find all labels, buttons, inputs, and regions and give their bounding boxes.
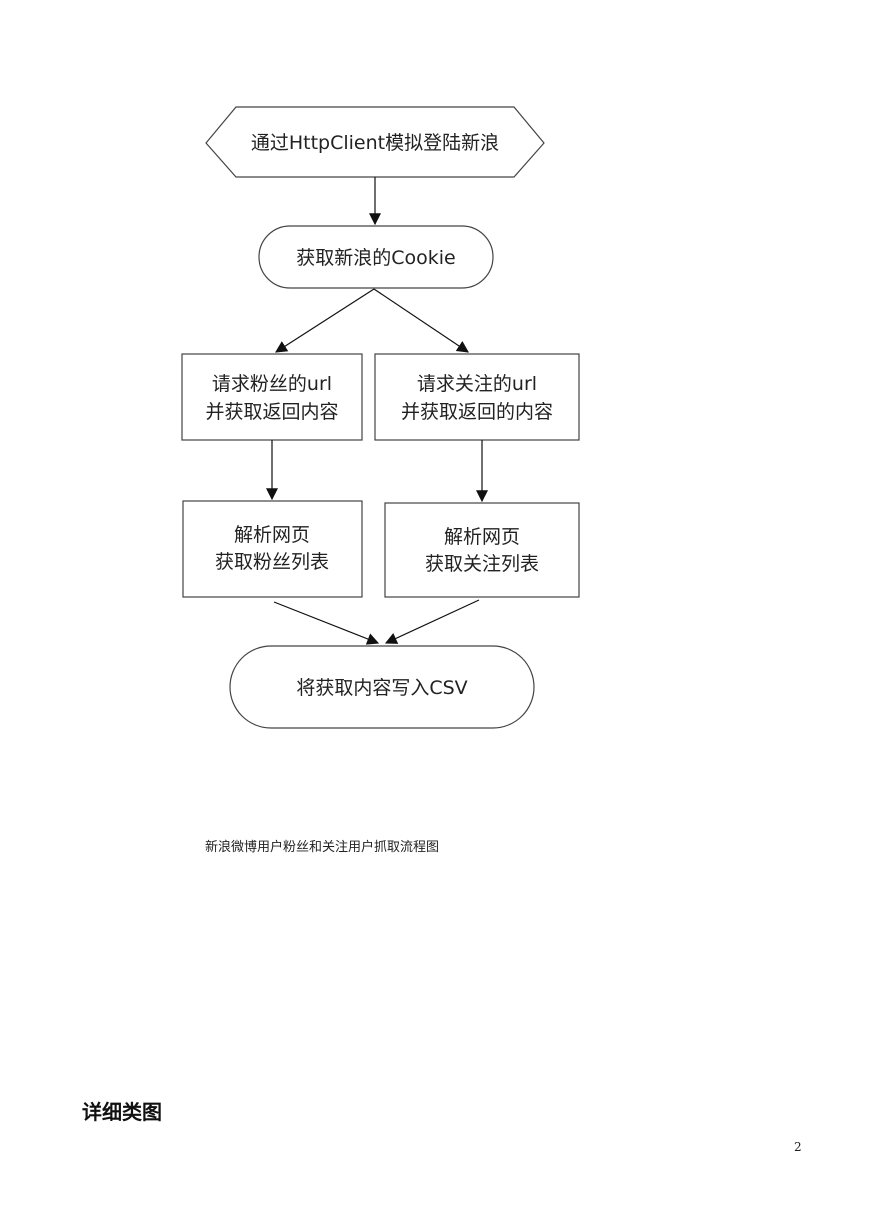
flowchart-diagram: 通过HttpClient模拟登陆新浪 获取新浪的Cookie 请求粉丝的url … [181,106,580,729]
fans-parse-line-2: 获取粉丝列表 [215,551,329,573]
end-node-label: 将获取内容写入CSV [296,677,467,699]
arrow-cookie-to-fans-request [274,288,375,353]
fans-parse-line-1: 解析网页 [234,524,310,546]
cookie-node-label: 获取新浪的Cookie [296,247,456,269]
arrow-cookie-to-follow-request [373,288,469,353]
follow-parse-line-1: 解析网页 [444,526,520,548]
fans-parse-node: 解析网页 获取粉丝列表 [182,500,363,598]
follow-parse-line-2: 获取关注列表 [425,553,539,575]
arrow-follow-parse-to-end [384,599,480,644]
fans-request-node: 请求粉丝的url 并获取返回内容 [181,353,363,441]
cookie-node: 获取新浪的Cookie [258,225,494,289]
figure-caption: 新浪微博用户粉丝和关注用户抓取流程图 [205,840,440,855]
end-node: 将获取内容写入CSV [229,645,535,729]
follow-request-node: 请求关注的url 并获取返回的内容 [374,353,580,441]
follow-request-line-1: 请求关注的url [417,373,537,395]
start-node-label: 通过HttpClient模拟登陆新浪 [251,132,499,154]
arrow-fans-parse-to-end [273,601,380,645]
follow-request-line-2: 并获取返回的内容 [401,401,553,423]
start-node: 通过HttpClient模拟登陆新浪 [205,106,545,178]
follow-parse-node: 解析网页 获取关注列表 [384,502,580,598]
fans-request-line-2: 并获取返回内容 [205,401,338,423]
fans-request-line-1: 请求粉丝的url [212,373,332,395]
page-number: 2 [794,1140,802,1154]
section-heading: 详细类图 [82,1100,162,1124]
